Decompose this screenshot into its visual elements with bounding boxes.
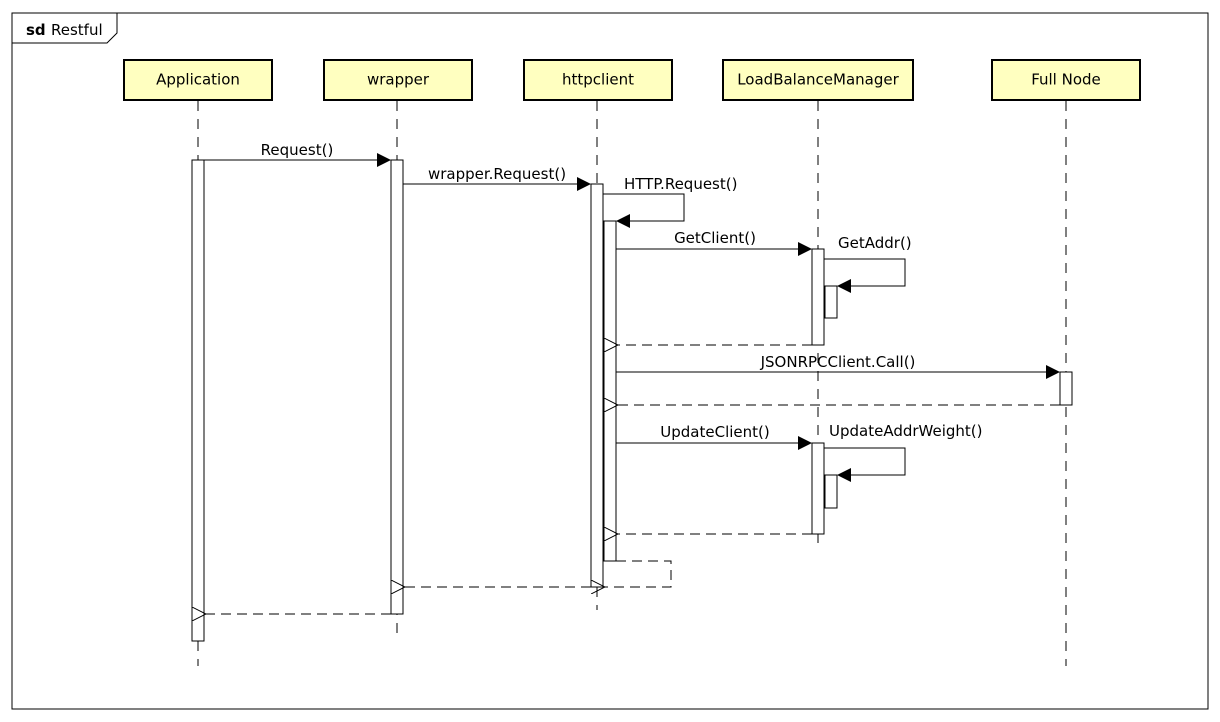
message-getclient-label: GetClient()	[674, 229, 756, 247]
diagram-frame	[11, 12, 1209, 710]
lifeline-head-wrapper: wrapper	[323, 59, 473, 101]
message-http-request-arrow	[603, 193, 685, 228]
activation-fullnode	[1059, 371, 1073, 406]
svg-text:Application: Application	[156, 71, 240, 89]
lifeline-head-loadbalancemanager: LoadBalanceManager	[722, 59, 914, 101]
lifeline-head-application: Application	[123, 59, 273, 101]
activation-lbm-getclient	[811, 248, 825, 346]
activation-lbm-getaddr	[824, 285, 838, 319]
frame-kind: sd	[26, 21, 46, 39]
lifeline-head-fullnode: Full Node	[991, 59, 1141, 101]
message-updateaddrweight-label: UpdateAddrWeight()	[829, 422, 983, 440]
activation-lbm-updateclient	[811, 442, 825, 535]
activation-httpclient	[590, 183, 604, 588]
frame-tab	[12, 12, 118, 44]
message-getaddr-label: GetAddr()	[838, 234, 912, 252]
message-getaddr-arrow	[824, 258, 906, 293]
lifeline-head-httpclient: httpclient	[523, 59, 673, 101]
message-jsonrpc-call-label: JSONRPCClient.Call()	[760, 353, 916, 371]
activation-lbm-updateaddrweight	[824, 474, 838, 509]
return-http-request-arrow	[604, 560, 672, 587]
activation-wrapper	[390, 159, 404, 615]
frame-name: Restful	[51, 21, 103, 39]
svg-text:LoadBalanceManager: LoadBalanceManager	[737, 71, 899, 89]
svg-text:wrapper: wrapper	[367, 71, 430, 89]
message-http-request-label: HTTP.Request()	[624, 175, 737, 193]
svg-text:Full Node: Full Node	[1031, 71, 1101, 89]
message-request-label: Request()	[261, 141, 334, 159]
message-updateclient-label: UpdateClient()	[660, 423, 769, 441]
message-updateaddrweight-arrow	[824, 447, 906, 482]
activation-httpclient-nested	[603, 220, 617, 562]
svg-text:httpclient: httpclient	[562, 71, 634, 89]
activation-application	[191, 159, 205, 642]
message-wrapper-request-label: wrapper.Request()	[428, 165, 566, 183]
